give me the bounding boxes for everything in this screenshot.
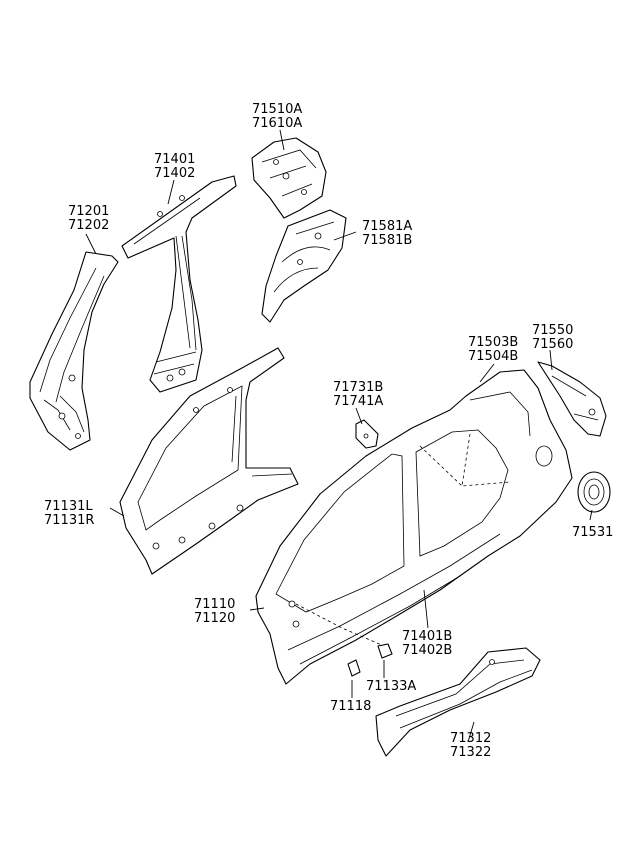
label-line: 71504B — [468, 349, 518, 364]
part-bracket — [355, 419, 379, 449]
label-line: 71401B — [402, 629, 452, 644]
label-71201: 71201 71202 — [68, 204, 109, 233]
label-line: 71133A — [366, 679, 416, 694]
part-fuel-filler-housing — [577, 471, 611, 513]
label-line: 71741A — [333, 394, 383, 409]
label-line: 71312 — [450, 731, 491, 746]
label-71510A: 71510A 71610A — [252, 102, 302, 131]
label-line: 71731B — [333, 380, 383, 395]
label-line: 71581A — [362, 219, 412, 234]
part-a-pillar-inner — [29, 251, 119, 451]
label-line: 71131L — [44, 499, 93, 514]
label-71131L: 71131L 71131R — [44, 499, 94, 528]
label-71531: 71531 — [572, 525, 613, 540]
label-71401B: 71401B 71402B — [402, 629, 452, 658]
part-clip-71118 — [347, 659, 361, 677]
label-71581A: 71581A 71581B — [362, 219, 412, 248]
part-wheel-house — [261, 209, 347, 323]
label-line: 71110 — [194, 597, 235, 612]
label-line: 71120 — [194, 611, 235, 626]
label-line: 71610A — [252, 116, 302, 131]
label-line: 71560 — [532, 337, 573, 352]
label-line: 71531 — [572, 525, 613, 540]
label-line: 71402 — [154, 166, 195, 181]
label-line: 71118 — [330, 699, 371, 714]
label-line: 71402B — [402, 643, 452, 658]
part-quarter-inner-upper — [251, 137, 327, 219]
label-line: 71581B — [362, 233, 412, 248]
label-71731B: 71731B 71741A — [333, 380, 383, 409]
label-line: 71550 — [532, 323, 573, 338]
part-side-inner-frame — [119, 347, 299, 575]
label-line: 71201 — [68, 204, 109, 219]
part-side-outer-panel — [255, 369, 573, 685]
label-71401: 71401 71402 — [154, 152, 195, 181]
part-quarter-extension — [537, 361, 607, 437]
label-71110: 71110 71120 — [194, 597, 235, 626]
label-line: 71503B — [468, 335, 518, 350]
part-clip-71133a — [377, 643, 393, 659]
label-71312: 71312 71322 — [450, 731, 491, 760]
label-71133A: 71133A — [366, 679, 416, 694]
label-line: 71510A — [252, 102, 302, 117]
label-line: 71322 — [450, 745, 491, 760]
label-line: 71131R — [44, 513, 94, 528]
label-71118: 71118 — [330, 699, 371, 714]
label-line: 71401 — [154, 152, 195, 167]
assembly-dashed-lines — [295, 433, 511, 647]
part-b-pillar-inner — [121, 175, 237, 393]
label-71550: 71550 71560 — [532, 323, 573, 352]
label-71503B: 71503B 71504B — [468, 335, 518, 364]
label-line: 71202 — [68, 218, 109, 233]
leader-lines — [85, 129, 593, 743]
part-side-sill — [375, 647, 541, 757]
